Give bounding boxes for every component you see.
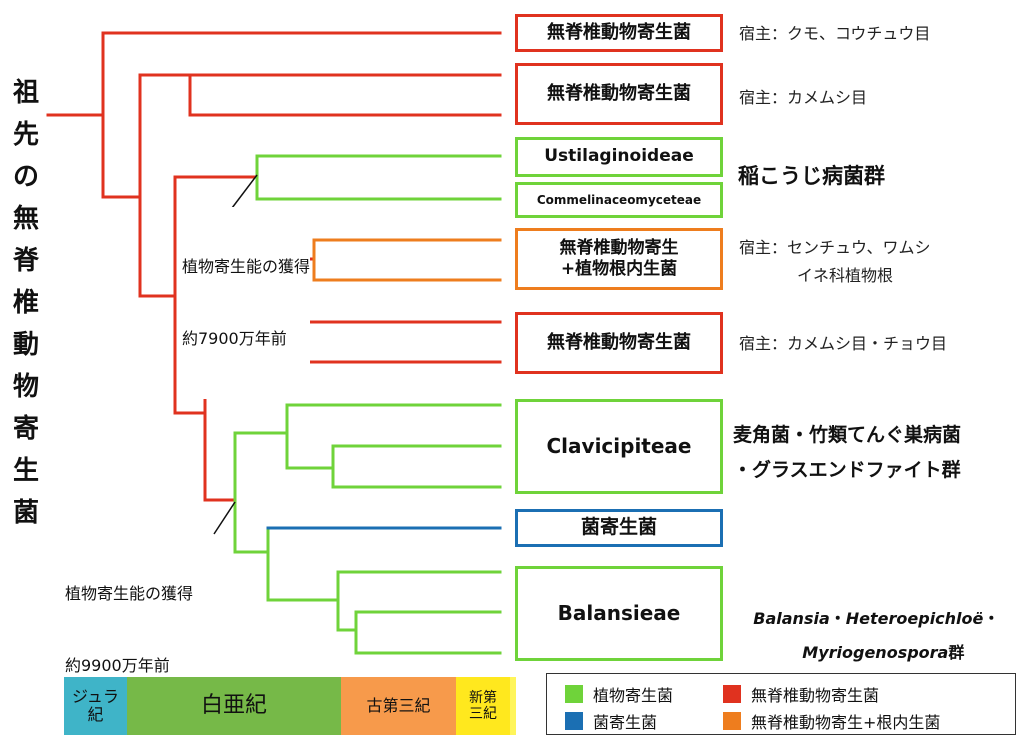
legend-item: 無脊椎動物寄生+根内生菌 [723, 709, 940, 733]
annotation-line1: 植物寄生能の獲得 [65, 584, 194, 603]
host-note: 宿主：カメムシ目・チョウ目 [739, 334, 948, 353]
annotation-pointer [213, 501, 236, 535]
group-label-clavicipiteae-2: ・グラスエンドファイト群 [733, 459, 961, 481]
legend: 植物寄生菌 無脊椎動物寄生菌 菌寄生菌 無脊椎動物寄生+根内生菌 [546, 673, 1016, 735]
legend-swatch [565, 685, 583, 703]
annotation-line2: 約7900万年前 [182, 329, 287, 348]
annotation-line1: 植物寄生能の獲得 [182, 257, 311, 276]
period-neogene: 新第 三紀 [456, 677, 510, 735]
root-title-char: 物 [12, 372, 39, 402]
box-commelinaceomyceteae: Commelinaceomyceteae [515, 182, 723, 218]
period-paleogene: 古第三紀 [341, 677, 456, 735]
legend-label: 植物寄生菌 [593, 686, 674, 705]
annotation-line2: 約9900万年前 [65, 656, 170, 675]
root-title-char: 先 [12, 120, 39, 150]
root-title-char: 祖 [12, 78, 39, 108]
root-title-char: 菌 [12, 498, 39, 528]
host-note: 宿主：カメムシ目 [739, 88, 868, 107]
group-label-ustilaginoidea: 稲こうじ病菌群 [738, 164, 885, 188]
host-note: イネ科植物根 [797, 266, 894, 285]
legend-label: 無脊椎動物寄生+根内生菌 [751, 713, 941, 732]
legend-item: 無脊椎動物寄生菌 [723, 682, 879, 706]
box-invert-2: 無脊椎動物寄生菌 [515, 63, 723, 125]
group-suffix: 群 [948, 643, 965, 662]
box-balansieae: Balansieae [515, 566, 723, 661]
separator: ・ [829, 609, 846, 628]
group-label-balansieae-1: Balansia・Heteroepichloë・ [731, 586, 999, 648]
box-ustilaginoideae: Ustilaginoideae [515, 137, 723, 177]
period-recent-strip [510, 677, 516, 735]
box-clavicipiteae: Clavicipiteae [515, 399, 723, 494]
legend-item: 菌寄生菌 [565, 709, 657, 733]
root-title-char: の [12, 162, 39, 192]
box-invert-3: 無脊椎動物寄生菌 [515, 312, 723, 374]
box-invert-root: 無脊椎動物寄生 +植物根内生菌 [515, 228, 723, 290]
box-invert-1: 無脊椎動物寄生菌 [515, 14, 723, 52]
annotation-pointer [231, 174, 258, 209]
legend-swatch [565, 712, 583, 730]
taxon-heteroepichloe: Heteroepichloë [845, 609, 984, 628]
host-note: 宿主：センチュウ、ワムシ [739, 238, 931, 257]
period-cretaceous: 白亜紀 [127, 677, 341, 735]
root-title-char: 椎 [12, 288, 39, 318]
host-note: 宿主：クモ、コウチュウ目 [739, 24, 931, 43]
legend-swatch [723, 712, 741, 730]
group-label-balansieae-2: Myriogenospora群 [780, 620, 964, 682]
period-jurassic: ジュラ 紀 [64, 677, 127, 735]
root-title-char: 寄 [12, 414, 39, 444]
legend-swatch [723, 685, 741, 703]
legend-label: 無脊椎動物寄生菌 [751, 686, 880, 705]
root-title-char: 動 [12, 330, 39, 360]
root-title-char: 無 [12, 204, 39, 234]
legend-item: 植物寄生菌 [565, 682, 673, 706]
root-title-char: 脊 [12, 246, 39, 276]
annotation-plant-parasitism-79mya: 植物寄生能の獲得 約7900万年前 [182, 207, 311, 399]
box-fungal-parasite: 菌寄生菌 [515, 509, 723, 547]
taxon-balansia: Balansia [753, 609, 830, 628]
root-title: 祖 先 の 無 脊 椎 動 物 寄 生 菌 [8, 72, 44, 534]
separator: ・ [983, 609, 1000, 628]
legend-label: 菌寄生菌 [593, 713, 658, 732]
root-title-char: 生 [12, 456, 39, 486]
group-label-clavicipiteae-1: 麦角菌・竹類てんぐ巣病菌 [733, 424, 962, 446]
taxon-myriogenospora: Myriogenospora [802, 643, 949, 662]
